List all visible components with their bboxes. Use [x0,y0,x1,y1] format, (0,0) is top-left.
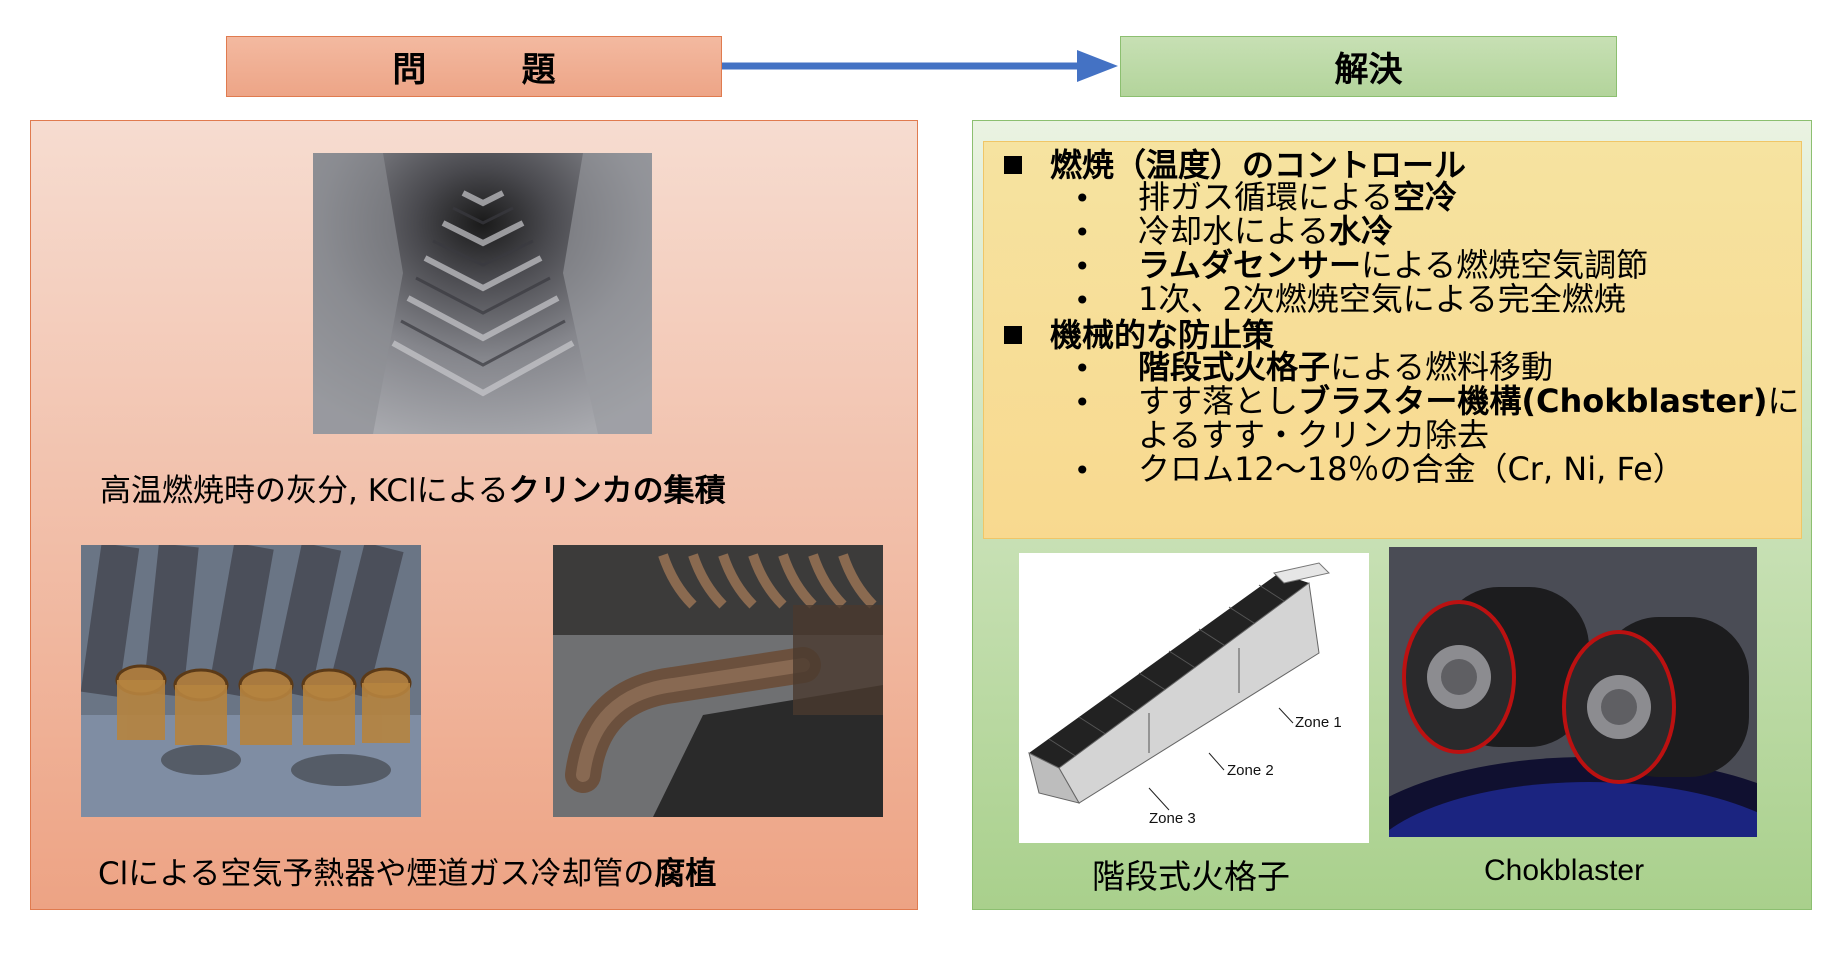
corroded-tube-bank-photo [553,545,883,817]
square-bullet-icon [1004,156,1022,174]
arrow-right-icon [722,50,1118,82]
zone-2-label: Zone 2 [1227,762,1274,779]
bullet-continuation: よるすす・クリンカ除去 [1138,416,1490,454]
zone-1-label: Zone 1 [1295,714,1342,731]
grate-caption: 階段式火格子 [1092,857,1290,896]
section-heading-mechanical: 機械的な防止策 [1004,318,1274,352]
clinker-caption-text: 高温燃焼時の灰分, KClによる [100,473,509,509]
clinker-caption-bold: クリンカの集積 [508,473,726,509]
section-heading-combustion: 燃焼（温度）のコントロール [1004,148,1466,182]
chokblaster-render [1389,547,1757,837]
square-bullet-icon [1004,326,1022,344]
corrosion-caption-text: Clによる空気予熱器や煙道ガス冷却管の [98,856,655,892]
solution-header: 解決 [1120,36,1617,97]
bullet-dot-icon: • [1074,216,1091,249]
bullet-dot-icon: • [1074,250,1091,283]
bullet-item: •ラムダセンサーによる燃焼空気調節 [1074,246,1649,284]
bullet-item: •すす落としブラスター機構(Chokblaster)に [1074,382,1800,420]
bullet-item: •クロム12〜18％の合金（Cr, Ni, Fe） [1074,450,1685,488]
clinker-caption: 高温燃焼時の灰分, KClによるクリンカの集積 [100,465,726,510]
corrosion-caption: Clによる空気予熱器や煙道ガス冷却管の腐植 [98,848,716,893]
bullet-item: •排ガス循環による空冷 [1074,178,1458,216]
problem-header: 問 題 [226,36,722,97]
bullet-dot-icon: • [1074,182,1091,215]
bullet-item: •1次、2次燃焼空気による完全燃焼 [1074,280,1626,318]
corrosion-caption-bold: 腐植 [654,856,717,892]
solution-list-box: 燃焼（温度）のコントロール •排ガス循環による空冷 •冷却水による水冷 •ラムダ… [983,141,1802,539]
bullet-item: •冷却水による水冷 [1074,212,1394,250]
bullet-dot-icon: • [1074,454,1091,487]
stepped-grate-diagram: Zone 1 Zone 2 Zone 3 [1019,553,1369,843]
bullet-dot-icon: • [1074,284,1091,317]
bullet-dot-icon: • [1074,386,1091,419]
zone-3-label: Zone 3 [1149,810,1196,827]
clinker-shaft-photo [313,153,652,434]
corroded-pipes-photo [81,545,421,817]
bullet-item: •階段式火格子による燃料移動 [1074,348,1554,386]
bullet-dot-icon: • [1074,352,1091,385]
chokblaster-caption: Chokblaster [1484,854,1645,887]
